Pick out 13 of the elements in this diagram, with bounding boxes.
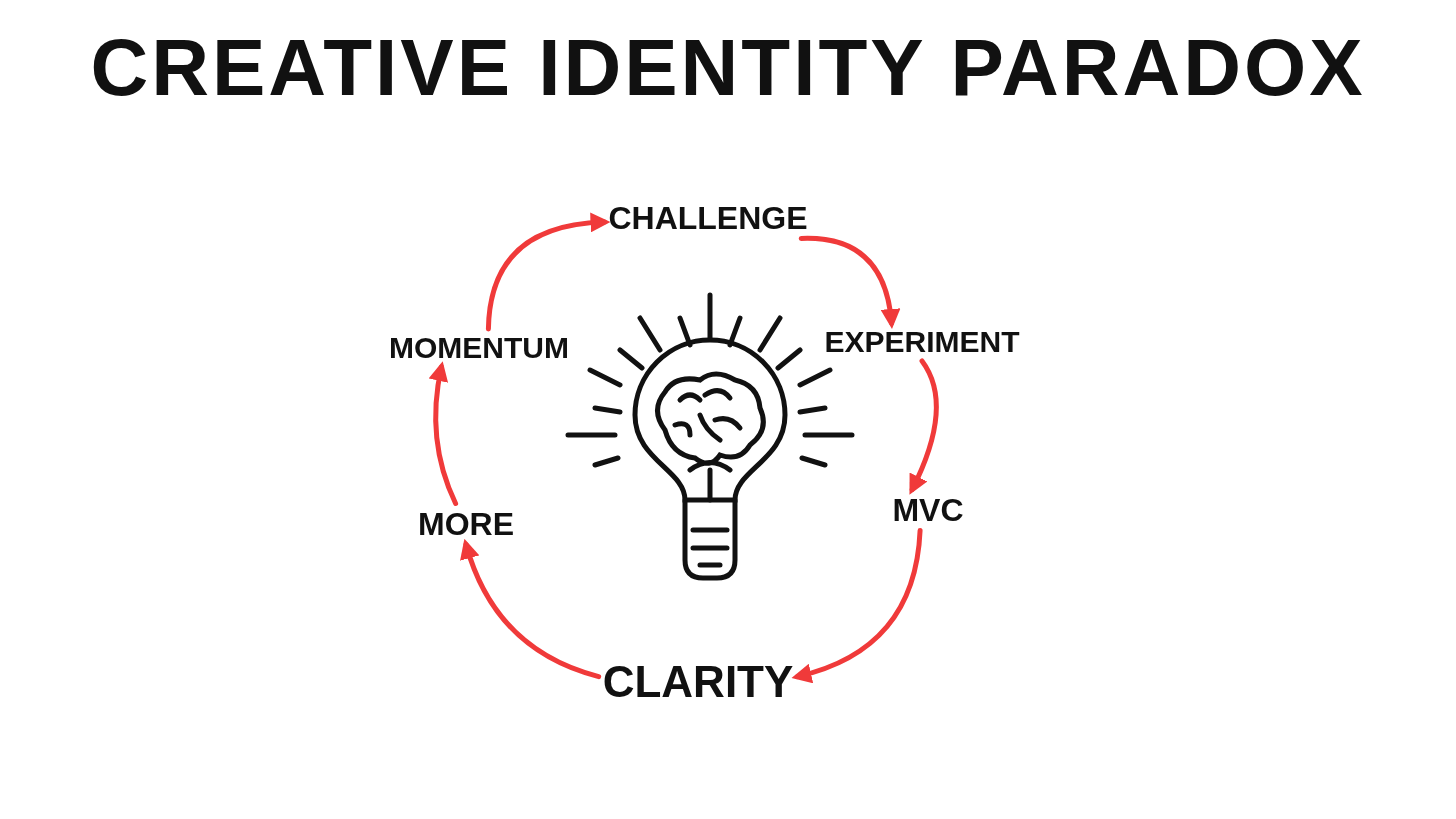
curved-arrow: [460, 538, 602, 680]
curved-arrow: [428, 361, 459, 506]
step-label: CHALLENGE: [604, 197, 812, 239]
curved-arrow: [485, 213, 611, 332]
step-label: MVC: [888, 489, 968, 531]
curved-arrow: [791, 528, 923, 683]
curved-arrow: [798, 236, 900, 329]
step-label: MORE: [414, 503, 518, 545]
diagram-title: CREATIVE IDENTITY PARADOX: [89, 22, 1367, 114]
curved-arrow: [909, 358, 939, 495]
step-label: MOMENTUM: [385, 329, 573, 367]
step-label: EXPERIMENT: [820, 323, 1024, 361]
step-label: CLARITY: [598, 655, 798, 709]
